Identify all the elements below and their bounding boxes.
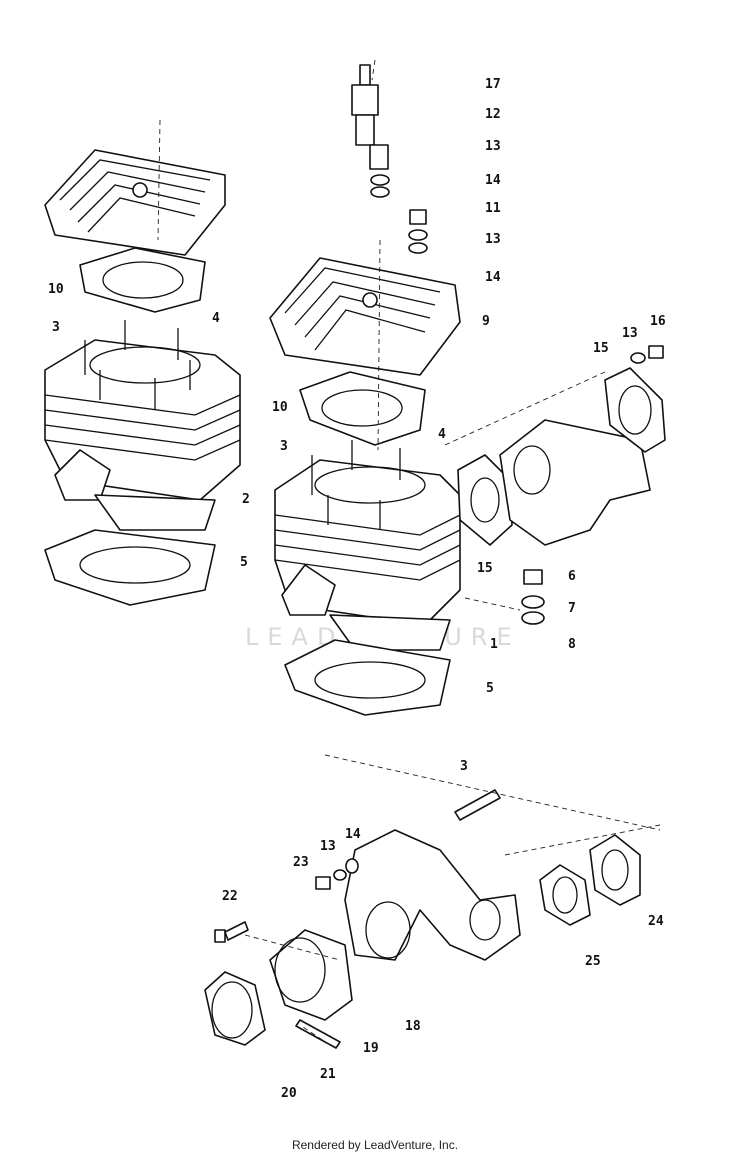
intake-gasket-25 <box>539 864 591 926</box>
head-gasket-left <box>79 247 206 313</box>
callout-17: 17 <box>485 77 501 92</box>
callout-25: 25 <box>585 954 601 969</box>
callout-19: 19 <box>363 1041 379 1056</box>
stud <box>454 789 501 821</box>
exhaust-manifold <box>499 419 651 546</box>
callout-14: 14 <box>485 173 501 188</box>
spark-plug-nut <box>369 144 389 170</box>
base-gasket-center <box>284 639 451 716</box>
callout-10: 10 <box>48 282 64 297</box>
cylinder-center <box>274 440 461 651</box>
manifold-nut-washer <box>630 345 664 364</box>
exhaust-gasket <box>457 454 513 546</box>
callout-13: 13 <box>485 232 501 247</box>
clamp-screw <box>295 1019 341 1049</box>
callout-9: 9 <box>482 314 490 329</box>
callout-15: 15 <box>477 561 493 576</box>
callout-13: 13 <box>622 326 638 341</box>
callout-10: 10 <box>272 400 288 415</box>
manifold-gasket-right <box>604 367 666 453</box>
callout-4: 4 <box>438 427 446 442</box>
cylinder-head-center <box>269 257 461 376</box>
callout-8: 8 <box>568 637 576 652</box>
base-gasket-left <box>44 529 216 606</box>
cylinder-left <box>44 320 241 531</box>
callout-14: 14 <box>345 827 361 842</box>
cylinder-head-left <box>44 149 226 256</box>
callout-24: 24 <box>648 914 664 929</box>
callout-2: 2 <box>242 492 250 507</box>
callout-3: 3 <box>460 759 468 774</box>
callout-21: 21 <box>320 1067 336 1082</box>
hose-clamp <box>204 971 266 1046</box>
callout-5: 5 <box>240 555 248 570</box>
callout-22: 22 <box>222 889 238 904</box>
intake-hardware <box>315 858 359 890</box>
callout-18: 18 <box>405 1019 421 1034</box>
callout-15: 15 <box>593 341 609 356</box>
bolt-22 <box>214 921 249 943</box>
intake-manifold <box>344 829 521 961</box>
callout-labels: 17 12 13 14 11 13 14 10 3 4 9 16 13 15 1… <box>48 77 666 1101</box>
callout-12: 12 <box>485 107 501 122</box>
head-gasket-center <box>299 371 426 446</box>
callout-6: 6 <box>568 569 576 584</box>
nut-washer-stack-lower <box>521 569 545 625</box>
leader-lines <box>157 59 661 1046</box>
spark-plug <box>351 64 379 146</box>
callout-3: 3 <box>280 439 288 454</box>
callout-23: 23 <box>293 855 309 870</box>
callout-3: 3 <box>52 320 60 335</box>
callout-4: 4 <box>212 311 220 326</box>
callout-11: 11 <box>485 201 501 216</box>
footer-credit: Rendered by LeadVenture, Inc. <box>291 1138 459 1152</box>
callout-13: 13 <box>485 139 501 154</box>
callout-20: 20 <box>281 1086 297 1101</box>
callout-13: 13 <box>320 839 336 854</box>
carburetor-boot <box>269 929 353 1021</box>
callout-1: 1 <box>490 637 498 652</box>
head-nut-stack <box>408 209 428 254</box>
callout-7: 7 <box>568 601 576 616</box>
intake-gasket-24 <box>589 834 641 906</box>
callout-16: 16 <box>650 314 666 329</box>
callout-5: 5 <box>486 681 494 696</box>
washer-stack-upper <box>370 174 390 198</box>
callout-14: 14 <box>485 270 501 285</box>
